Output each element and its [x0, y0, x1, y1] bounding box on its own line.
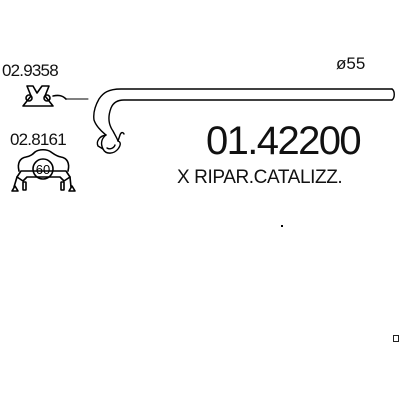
hanger-reference-code: 02.9358: [2, 61, 59, 80]
exhaust-pipe-drawing: [65, 88, 395, 154]
pipe-diameter-label: ø55: [336, 54, 366, 73]
part-number: 01.42200: [206, 119, 362, 163]
clamp-size-label: 60: [36, 162, 50, 177]
marker-dot: [281, 225, 283, 227]
exhaust-clamp-icon: [11, 148, 76, 192]
exhaust-hanger-icon: [22, 85, 67, 107]
corner-box-marker: [393, 335, 399, 342]
clamp-reference-code: 02.8161: [10, 130, 67, 149]
part-description: X RIPAR.CATALIZZ.: [177, 167, 343, 188]
